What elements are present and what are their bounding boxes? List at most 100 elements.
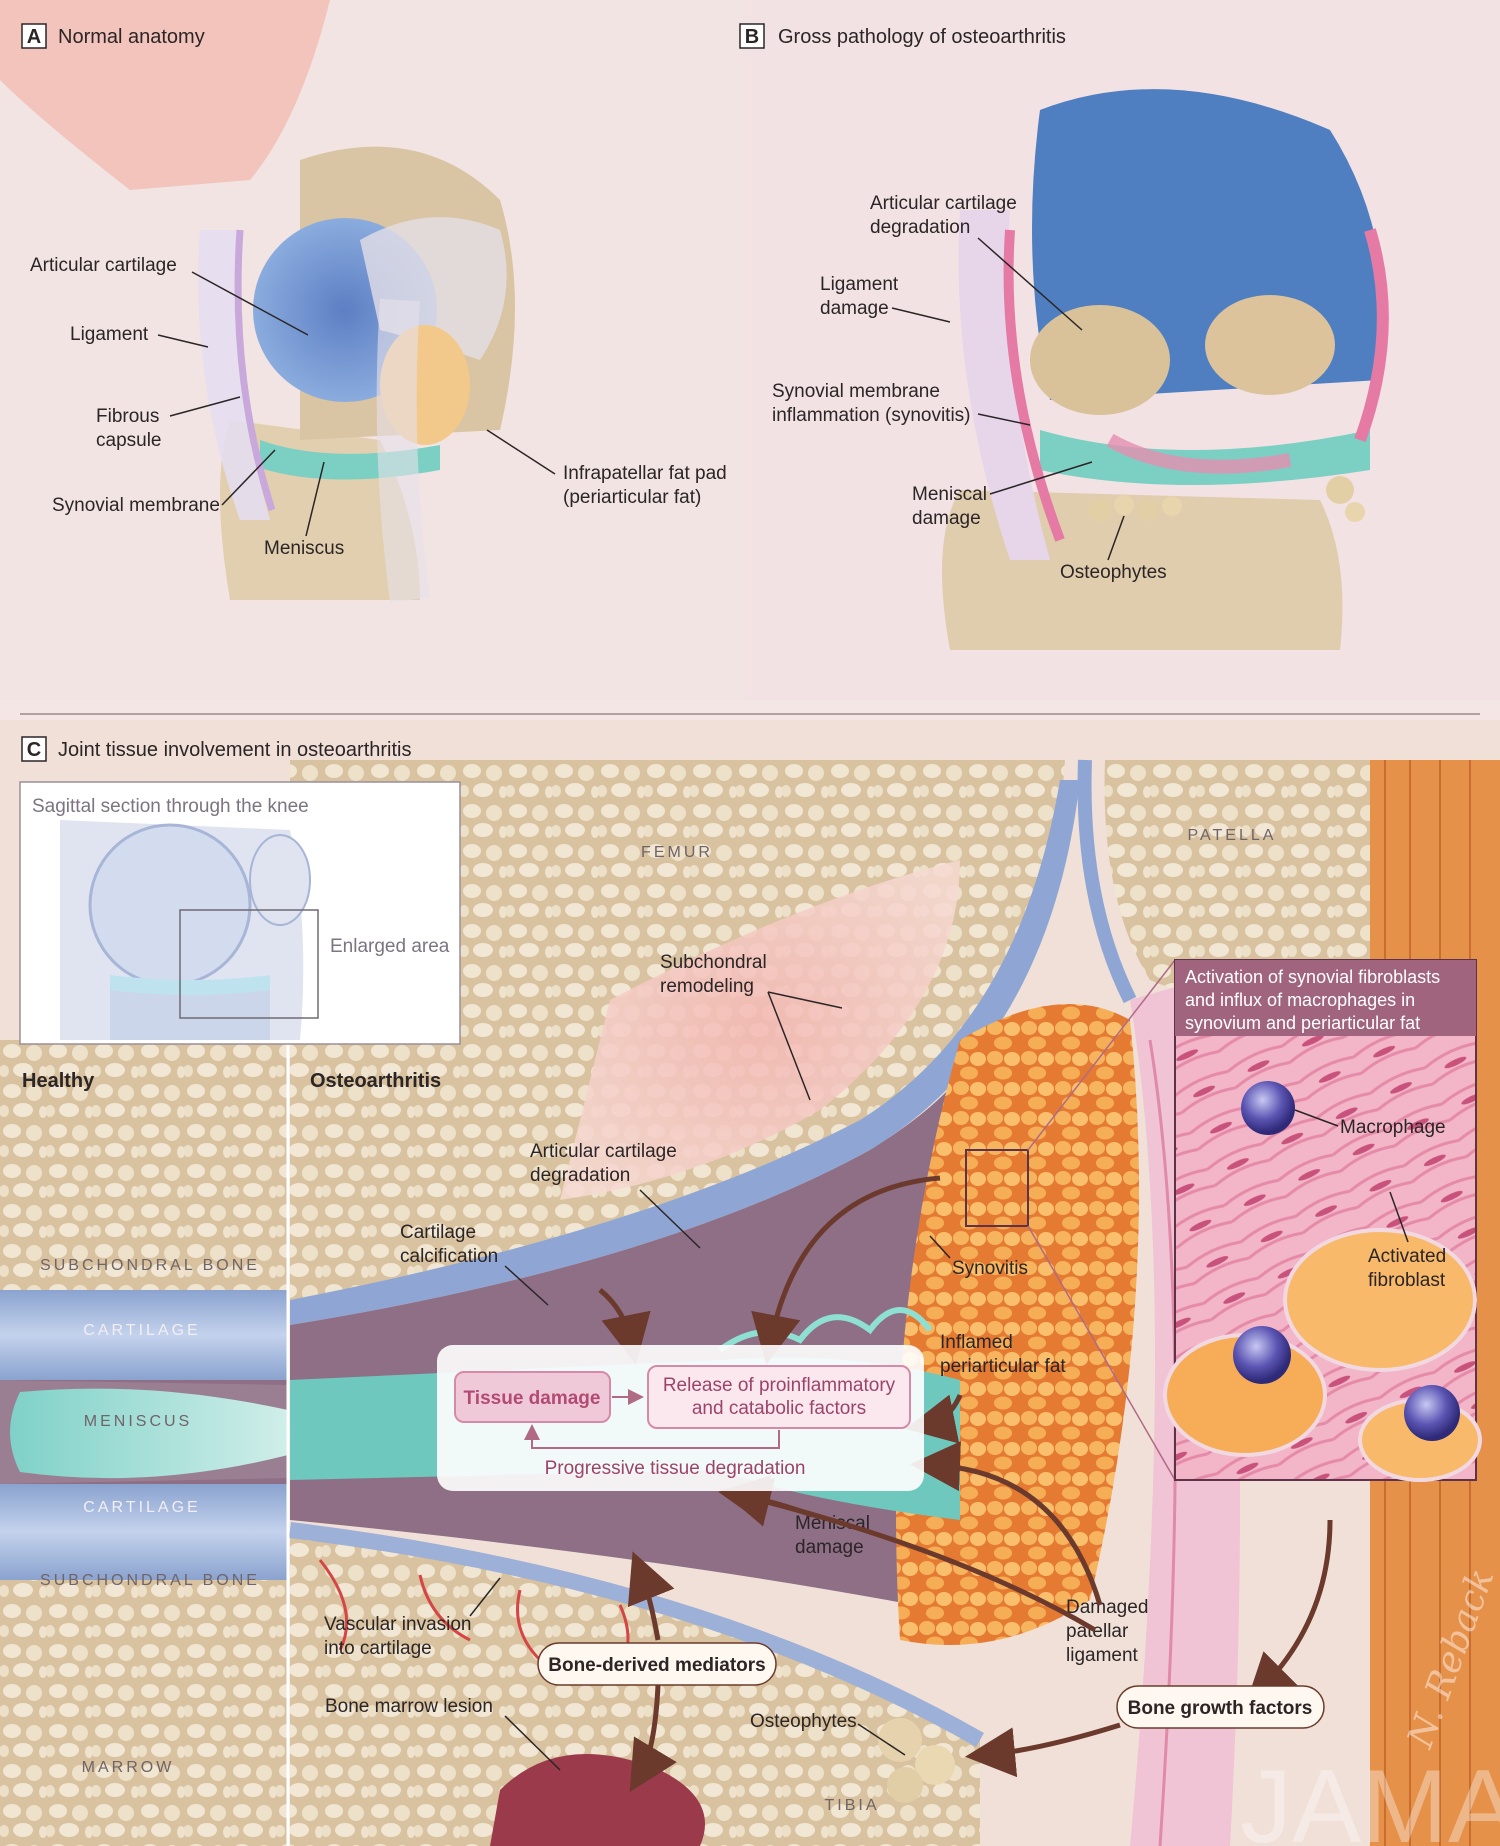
callout-title-line1: Activation of synovial fibroblasts [1185, 967, 1440, 987]
healthy-cartilage-bottom [0, 1484, 288, 1580]
cell-callout: Activation of synovial fibroblasts and i… [1163, 959, 1482, 1482]
label-macrophage: Macrophage [1340, 1117, 1446, 1138]
sagittal-inset: Sagittal section through the knee Enlarg… [19, 781, 461, 1045]
patella-label: PATELLA [1188, 827, 1277, 844]
inset-tibia [110, 985, 270, 1040]
tissue-damage-label: Tissue damage [464, 1388, 601, 1409]
healthy-heading: Healthy [22, 1070, 95, 1092]
healthy-cartilage-bottom-label: CARTILAGE [83, 1499, 200, 1516]
healthy-column [0, 1040, 290, 1846]
bone-growth-label: Bone growth factors [1128, 1698, 1313, 1719]
label-osteophytes-c: Osteophytes [750, 1711, 857, 1732]
subchondral-remodeling-zone [560, 860, 960, 1200]
healthy-meniscus [10, 1388, 288, 1479]
callout-header [1175, 960, 1476, 1036]
synovial-membrane [234, 229, 276, 512]
femur-label: FEMUR [641, 844, 713, 861]
arrow-meniscus [718, 1474, 813, 1525]
label-vascular-line1: Vascular invasion [324, 1614, 472, 1635]
leader-synovitis [929, 1235, 951, 1259]
degraded-cartilage-femur-c [290, 780, 1080, 1325]
inset-title: Sagittal section through the knee [32, 796, 309, 817]
label-fibro-line2: fibroblast [1368, 1270, 1446, 1291]
label-inflamed-line2: periarticular fat [940, 1356, 1066, 1377]
arrow-to-growth-factors [1245, 1519, 1333, 1705]
label-fat-pad-line2: (periarticular fat) [563, 487, 701, 508]
bone-mediators-label: Bone-derived mediators [548, 1655, 766, 1676]
leader-b-cartilage [977, 237, 1083, 331]
label-b-syn-line1: Synovial membrane [772, 381, 940, 402]
bone-mediators-pill [537, 1642, 777, 1686]
leader-bml [504, 1715, 561, 1771]
leader-calc [504, 1265, 549, 1306]
label-calc-line1: Cartilage [400, 1222, 476, 1243]
leader-articular-cartilage [191, 271, 309, 336]
arrow-growth-to-osteophytes [965, 1722, 1121, 1778]
ligament-b [958, 210, 1050, 560]
label-acd-line1: Articular cartilage [530, 1141, 677, 1162]
label-acd-line2: degradation [530, 1165, 630, 1186]
label-fibro-line1: Activated [1368, 1246, 1446, 1267]
leader-b-ligament [891, 307, 951, 323]
callout-title-line2: and influx of macrophages in [1185, 990, 1415, 1010]
label-vascular-line2: into cartilage [324, 1638, 432, 1659]
macrophage-cell-1 [1241, 1081, 1295, 1135]
panel-b-letter-box [739, 23, 765, 49]
panel-a-title: Normal anatomy [58, 26, 205, 48]
panel-c: C Joint tissue involvement in osteoarthr… [0, 720, 1500, 1846]
inset-meniscus [110, 975, 270, 995]
callout-title-line3: synovium and periarticular fat [1185, 1013, 1420, 1033]
label-meniscal-line1: Meniscal [795, 1513, 870, 1534]
leader-fibroblast [1389, 1191, 1409, 1243]
tibia-bone-b [942, 490, 1343, 650]
release-line1: Release of proinflammatory [663, 1375, 896, 1396]
healthy-subchondral-top: SUBCHONDRAL BONE [40, 1257, 260, 1274]
vascular-invasion [318, 1559, 630, 1682]
label-inflamed-line1: Inflamed [940, 1332, 1013, 1353]
panel-b: B Gross pathology of osteoarthritis Arti… [739, 0, 1500, 700]
label-fat-pad-line1: Infrapatellar fat pad [563, 463, 727, 484]
leader-fat-pad [486, 429, 556, 475]
panel-a: A Normal anatomy Articular cartilage Lig… [0, 0, 745, 700]
arrow-ligament [910, 1441, 1103, 1606]
osteophytes-b [1088, 476, 1365, 522]
osteophytes-c [878, 1718, 955, 1803]
label-b-osteophytes: Osteophytes [1060, 562, 1167, 583]
inflamed-synovial-membrane-lateral [1354, 228, 1389, 443]
tibia-cartilage [289, 1522, 984, 1747]
patella-bone [1104, 760, 1370, 996]
label-synovial-membrane: Synovial membrane [52, 495, 220, 516]
zoom-connector-lines [1027, 959, 1176, 1481]
leader-b-osteophytes [1107, 515, 1125, 561]
panel-a-letter: A [27, 26, 41, 48]
label-b-lig-line2: damage [820, 298, 889, 319]
label-articular-cartilage: Articular cartilage [30, 255, 177, 276]
release-line2: and catabolic factors [692, 1398, 866, 1419]
label-fibrous-line2: capsule [96, 430, 162, 451]
fat-cell-1 [1283, 1228, 1477, 1372]
panel-b-letter: B [745, 26, 759, 48]
panel-a-letter-box [21, 23, 47, 49]
label-ligament: Ligament [70, 324, 149, 345]
leader-synovial-membrane [221, 449, 276, 506]
arrow-bone-up [627, 1551, 675, 1641]
label-bml: Bone marrow lesion [325, 1696, 493, 1717]
label-b-cart-line2: degradation [870, 217, 970, 238]
panel-b-title: Gross pathology of osteoarthritis [778, 26, 1066, 48]
label-damaged-line1: Damaged [1066, 1597, 1148, 1618]
leader-macrophage [1294, 1109, 1339, 1127]
patella-cartilage [1077, 759, 1137, 1004]
healthy-cartilage-top [0, 1290, 288, 1380]
leader-b-synovitis [977, 413, 1031, 426]
damaged-meniscus [1040, 430, 1370, 485]
bone-growth-pill [1116, 1685, 1325, 1729]
label-meniscus: Meniscus [264, 538, 344, 559]
inset-femur [88, 823, 252, 987]
inset-enlarged-label: Enlarged area [330, 936, 450, 957]
leader-osteophytes-c [857, 1723, 906, 1756]
patellar-ligament [376, 298, 430, 603]
progressive-label: Progressive tissue degradation [545, 1458, 806, 1479]
label-damaged-line3: ligament [1066, 1645, 1139, 1666]
label-calc-line2: calcification [400, 1246, 498, 1267]
